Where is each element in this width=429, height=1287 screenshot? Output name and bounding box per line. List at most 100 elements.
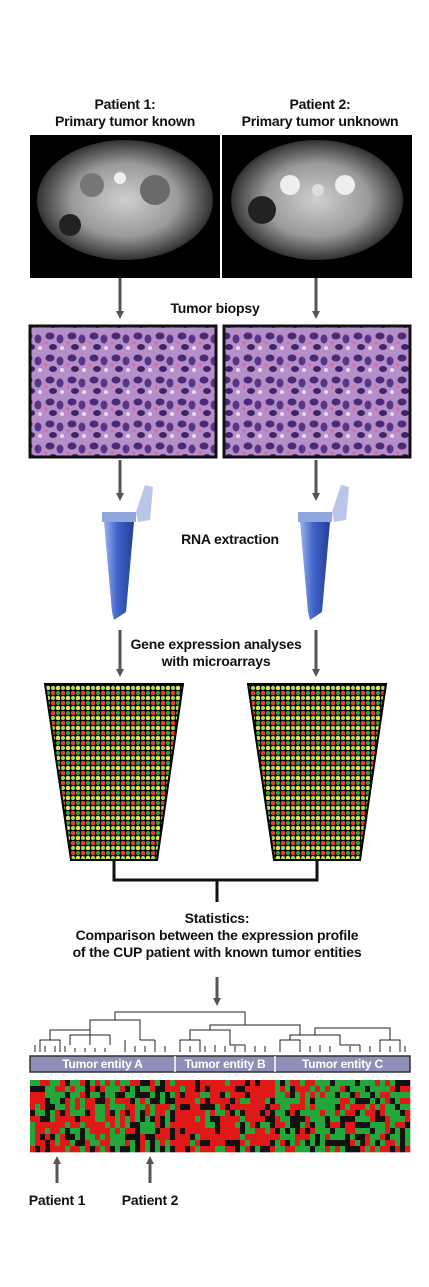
heatmap-cell [315, 1140, 321, 1147]
heatmap-cell [275, 1128, 281, 1135]
heatmap-cell [380, 1134, 386, 1141]
heatmap-cell [150, 1086, 156, 1093]
heatmap-cell [230, 1122, 236, 1129]
step-statistics-line3: of the CUP patient with known tumor enti… [72, 944, 362, 960]
heatmap-cell [265, 1140, 271, 1147]
heatmap-cell [135, 1092, 141, 1099]
heatmap-cell [245, 1098, 251, 1105]
heatmap-cell [315, 1128, 321, 1135]
heatmap-cell [100, 1092, 106, 1099]
heatmap-cell [80, 1128, 86, 1135]
patient2-title-line1: Patient 2: [289, 96, 351, 112]
heatmap-cell [165, 1134, 171, 1141]
heatmap-cell [225, 1080, 231, 1087]
heatmap-cell [50, 1116, 56, 1123]
heatmap-cell [370, 1098, 376, 1105]
heatmap-cell [85, 1086, 91, 1093]
heatmap-cell [310, 1146, 316, 1153]
heatmap-cell [30, 1086, 36, 1093]
heatmap-cell [295, 1092, 301, 1099]
heatmap-cell [30, 1080, 36, 1087]
heatmap-cell [40, 1134, 46, 1141]
heatmap-cell [35, 1104, 41, 1111]
heatmap-cell [350, 1080, 356, 1087]
heatmap-cell [95, 1140, 101, 1147]
heatmap-cell [85, 1122, 91, 1129]
heatmap-cell [340, 1110, 346, 1117]
heatmap-cell [95, 1104, 101, 1111]
heatmap-cell [365, 1134, 371, 1141]
heatmap-cell [105, 1128, 111, 1135]
heatmap-cell [55, 1146, 61, 1153]
heatmap-cell [385, 1116, 391, 1123]
heatmap-cell [85, 1110, 91, 1117]
heatmap-cell [170, 1146, 176, 1153]
heatmap-cell [35, 1098, 41, 1105]
heatmap-cell [190, 1116, 196, 1123]
heatmap-cell [130, 1104, 136, 1111]
heatmap-cell [145, 1128, 151, 1135]
heatmap-cell [265, 1116, 271, 1123]
heatmap-cell [115, 1098, 121, 1105]
heatmap-cell [270, 1134, 276, 1141]
heatmap-cell [60, 1134, 66, 1141]
heatmap-cell [120, 1146, 126, 1153]
heatmap-cell [170, 1140, 176, 1147]
heatmap-cell [60, 1146, 66, 1153]
heatmap-cell [390, 1110, 396, 1117]
heatmap-cell [80, 1098, 86, 1105]
heatmap-cell [350, 1104, 356, 1111]
heatmap-cell [365, 1146, 371, 1153]
heatmap-cell [45, 1092, 51, 1099]
heatmap-cell [375, 1092, 381, 1099]
heatmap-cell [50, 1140, 56, 1147]
heatmap-cell [155, 1092, 161, 1099]
heatmap-cell [100, 1134, 106, 1141]
heatmap-cell [355, 1146, 361, 1153]
heatmap-cell [335, 1134, 341, 1141]
heatmap-cell [170, 1098, 176, 1105]
microarray-patient1 [43, 683, 185, 861]
heatmap-cell [405, 1128, 411, 1135]
heatmap-cell [140, 1122, 146, 1129]
heatmap-cell [395, 1104, 401, 1111]
heatmap-cell [310, 1098, 316, 1105]
heatmap-cell [45, 1116, 51, 1123]
heatmap-cell [205, 1128, 211, 1135]
heatmap-cell [365, 1098, 371, 1105]
heatmap-cell [320, 1092, 326, 1099]
heatmap-cell [285, 1098, 291, 1105]
heatmap-cell [50, 1146, 56, 1153]
heatmap-cell [360, 1116, 366, 1123]
heatmap-cell [190, 1098, 196, 1105]
heatmap-cell [35, 1134, 41, 1141]
heatmap-cell [110, 1086, 116, 1093]
heatmap-cell [140, 1146, 146, 1153]
heatmap-cell [310, 1104, 316, 1111]
heatmap-cell [345, 1080, 351, 1087]
heatmap-cell [175, 1080, 181, 1087]
heatmap-cell [400, 1122, 406, 1129]
heatmap-cell [285, 1086, 291, 1093]
heatmap-cell [165, 1104, 171, 1111]
heatmap-cell [265, 1086, 271, 1093]
heatmap-cell [200, 1098, 206, 1105]
heatmap-cell [160, 1086, 166, 1093]
heatmap-cell [245, 1122, 251, 1129]
heatmap-cell [125, 1098, 131, 1105]
heatmap-cell [150, 1080, 156, 1087]
heatmap-cell [125, 1116, 131, 1123]
heatmap-cell [185, 1086, 191, 1093]
heatmap-cell [360, 1080, 366, 1087]
heatmap-cell [370, 1128, 376, 1135]
heatmap-cell [100, 1080, 106, 1087]
heatmap-cell [45, 1110, 51, 1117]
heatmap-cell [250, 1116, 256, 1123]
heatmap-cell [140, 1140, 146, 1147]
heatmap-cell [230, 1092, 236, 1099]
heatmap-cell [125, 1086, 131, 1093]
heatmap-cell [265, 1080, 271, 1087]
entity-label-b: Tumor entity B [184, 1057, 266, 1071]
heatmap-cell [265, 1128, 271, 1135]
heatmap-cell [365, 1140, 371, 1147]
